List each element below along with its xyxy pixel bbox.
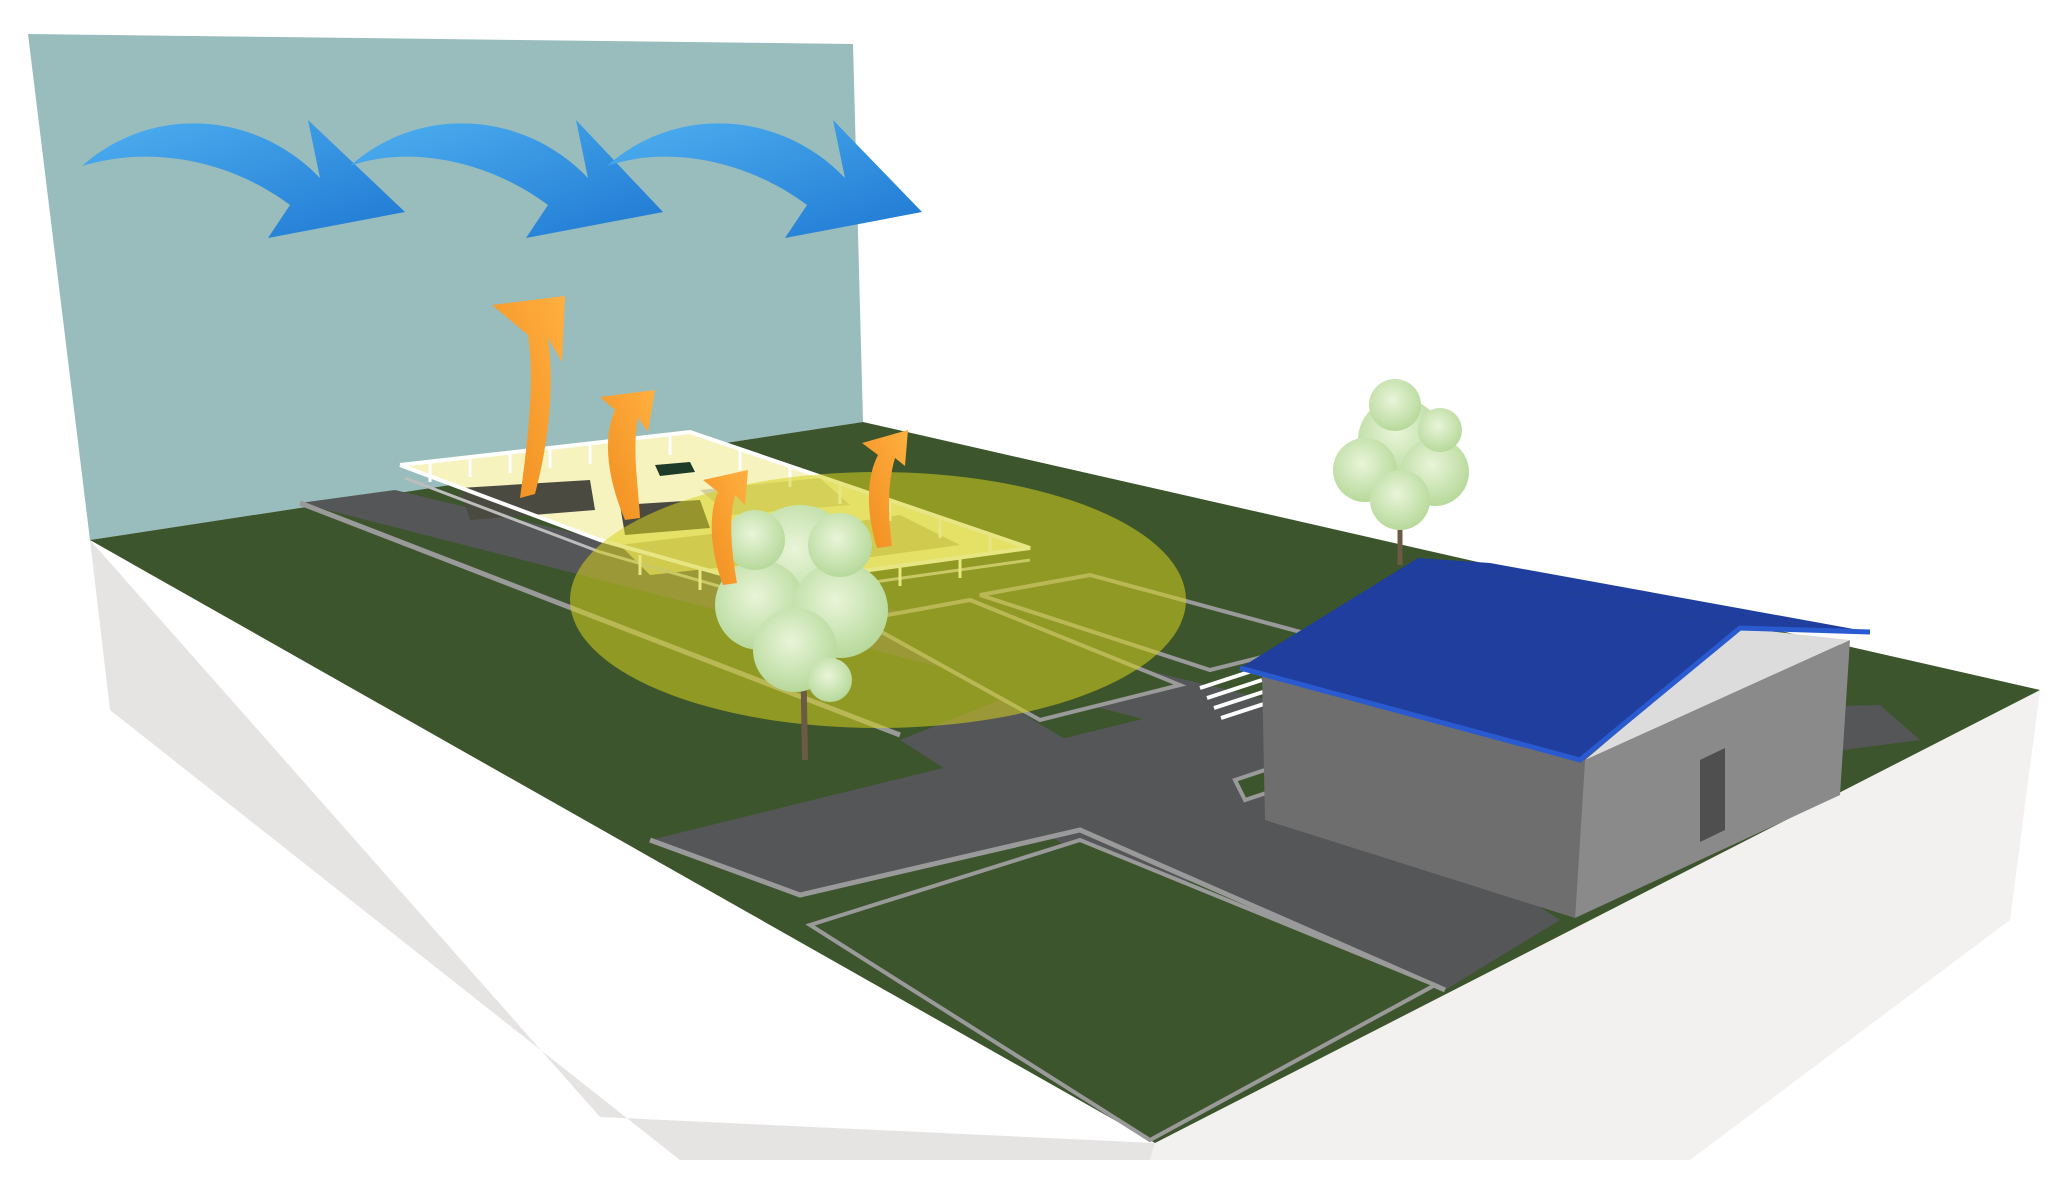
tree (715, 505, 888, 761)
odor-arrow (600, 390, 655, 520)
odor-arrow-group (492, 296, 908, 585)
tree (1333, 379, 1469, 565)
lawn-island (805, 837, 1440, 1143)
crosswalk (1199, 668, 1277, 720)
wind-arrow (350, 120, 663, 238)
wind-arrow (82, 120, 405, 238)
wind-arrow (607, 120, 922, 238)
road-curb (649, 827, 1447, 993)
slab-left-face (90, 540, 1155, 1160)
odor-arrow (492, 296, 565, 498)
tree-foliage (1333, 379, 1469, 530)
tree-foliage (715, 505, 888, 702)
slab-right-face (1150, 690, 2040, 1160)
building-roof (1240, 558, 1740, 760)
building-door (1700, 748, 1725, 842)
building-roof-right (1418, 558, 1870, 632)
building-gable (1585, 628, 1850, 760)
wind-arrow-group (82, 120, 922, 238)
odor-arrow (862, 430, 908, 548)
building (1239, 558, 1871, 918)
plant-trench (460, 480, 595, 520)
road-front-horizontal (650, 700, 1560, 990)
building-front-wall (1262, 673, 1585, 918)
plant-small-tank (655, 462, 695, 476)
building-roof-edge (1239, 625, 1871, 763)
odor-arrow (703, 470, 748, 585)
road-cross-vertical (900, 700, 1250, 900)
